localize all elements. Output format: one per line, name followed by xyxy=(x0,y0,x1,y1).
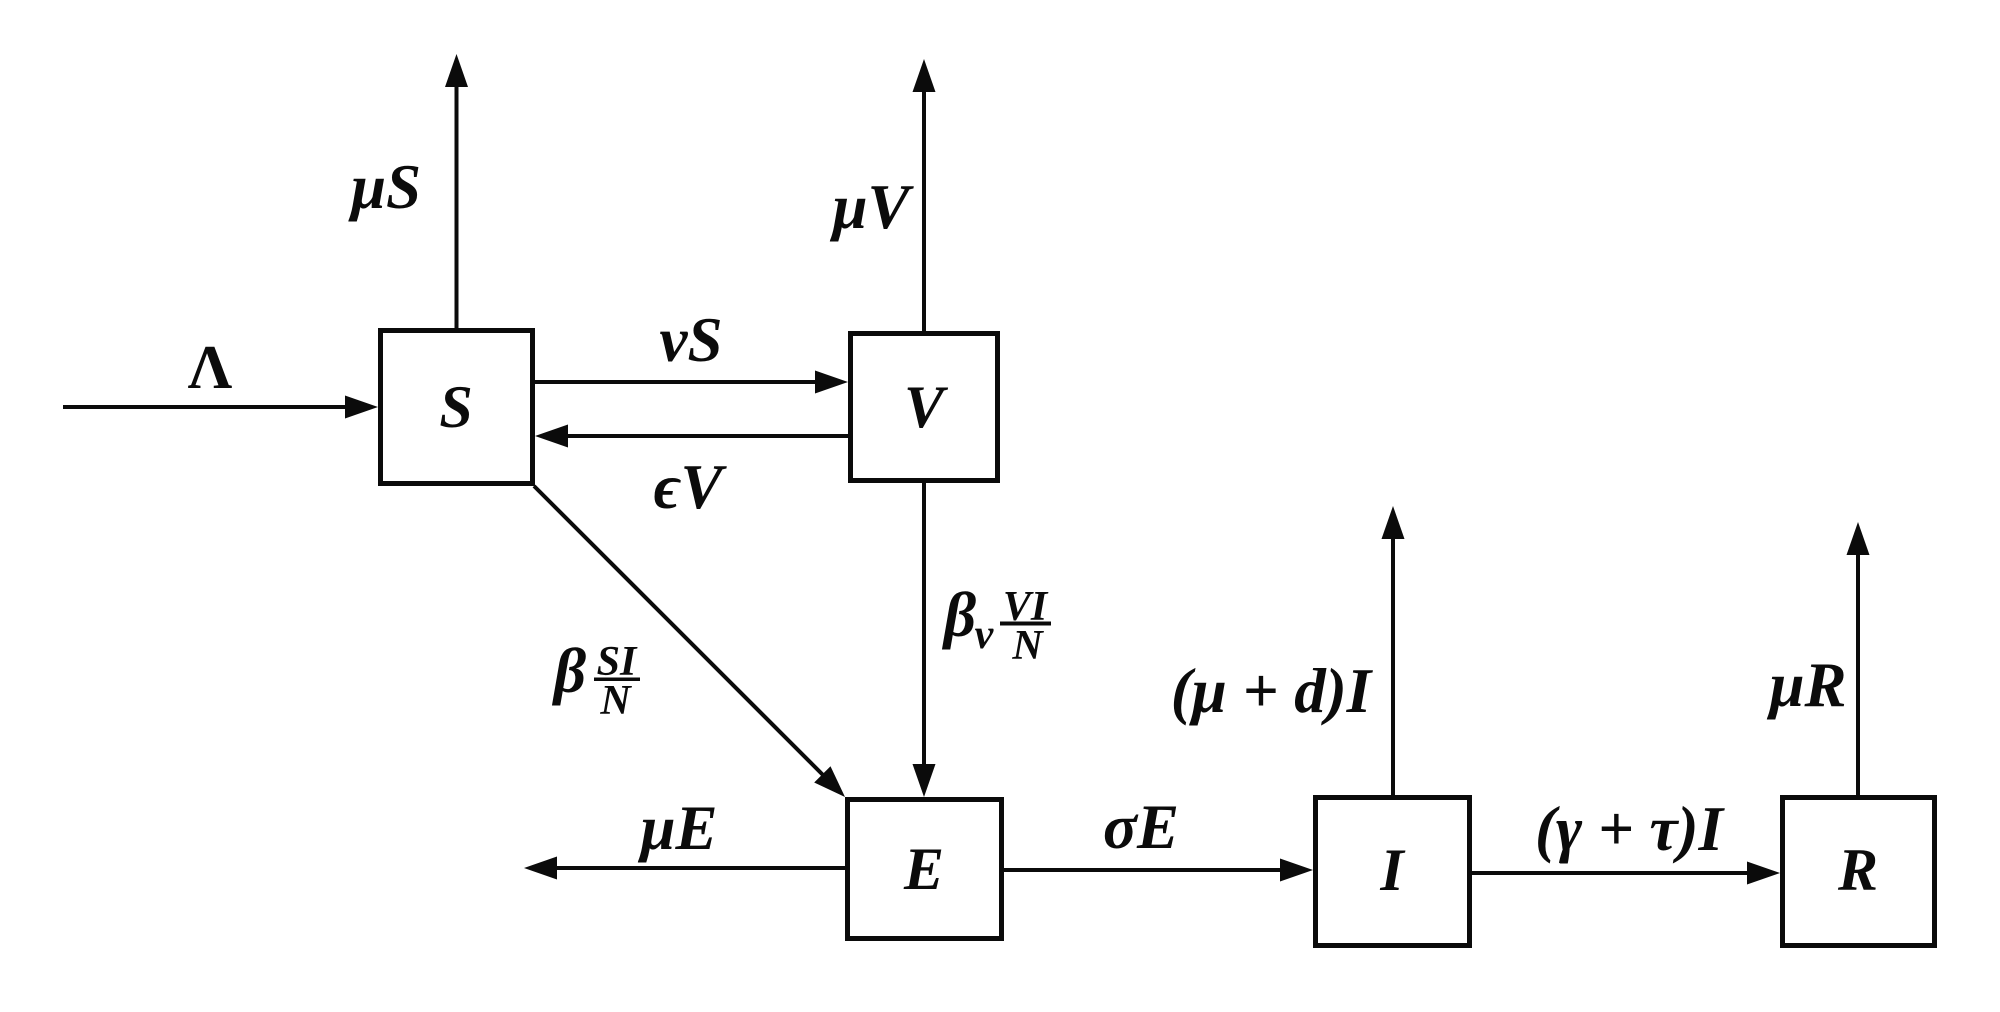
svg-text:N: N xyxy=(599,678,632,724)
svg-text:E: E xyxy=(903,836,944,902)
svg-text:Λ: Λ xyxy=(188,334,233,402)
svg-text:μR: μR xyxy=(1766,650,1846,720)
svg-text:V: V xyxy=(904,374,949,440)
svg-text:(μ + d)I: (μ + d)I xyxy=(1171,656,1374,726)
svg-text:S: S xyxy=(439,374,472,440)
svg-text:R: R xyxy=(1837,837,1878,903)
svg-text:μS: μS xyxy=(348,152,421,222)
svg-text:(γ + τ)I: (γ + τ)I xyxy=(1535,794,1726,864)
svg-text:σE: σE xyxy=(1103,792,1179,862)
svg-text:SI: SI xyxy=(597,639,638,685)
svg-text:μV: μV xyxy=(829,172,914,242)
svg-text:μE: μE xyxy=(637,793,717,863)
svg-text:β: β xyxy=(552,636,586,706)
svg-text:β: β xyxy=(942,580,976,650)
svg-text:v: v xyxy=(975,612,995,658)
svg-text:I: I xyxy=(1379,837,1406,903)
svg-text:ϵV: ϵV xyxy=(653,452,727,522)
svg-text:N: N xyxy=(1011,623,1044,669)
svg-text:vS: vS xyxy=(660,305,723,375)
